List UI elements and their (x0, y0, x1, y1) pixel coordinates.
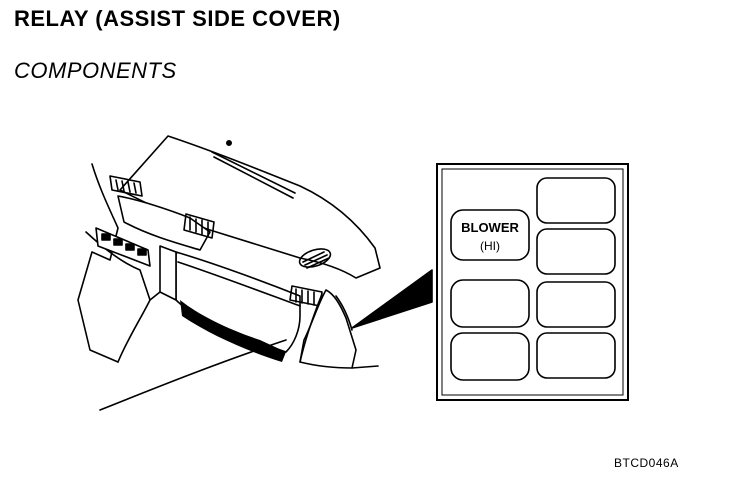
pointer-wedge (351, 269, 433, 329)
dashboard-illustration (77, 135, 433, 411)
relay-box-inner-frame (441, 168, 624, 396)
relay-slot-r3 (536, 281, 616, 328)
blower-relay-label: BLOWER (461, 220, 519, 235)
left-vent (109, 175, 143, 197)
page-title: RELAY (ASSIST SIDE COVER) (14, 6, 341, 31)
dash-left-contour (77, 163, 119, 363)
defroster-slot (211, 151, 296, 199)
console-post (159, 245, 177, 301)
switch-2 (113, 238, 123, 246)
switch-4 (137, 248, 147, 256)
relay-slot-l3 (450, 332, 530, 381)
section-subtitle: COMPONENTS (14, 58, 177, 83)
center-console (117, 195, 211, 251)
assist-side-cover-edge (299, 293, 323, 363)
relay-slot-l2 (450, 279, 530, 328)
speaker-grille (298, 248, 332, 268)
floor-line-right (351, 365, 379, 369)
relay-slot-r2 (536, 228, 616, 275)
glove-box-shadow (180, 300, 286, 362)
sensor-dot (226, 140, 233, 147)
blower-relay-sublabel: (HI) (480, 239, 500, 253)
relay-slot-r1 (536, 177, 616, 224)
relay-slot-blower-hi (450, 209, 530, 261)
relay-slot-r4 (536, 332, 616, 379)
switch-1 (101, 233, 111, 241)
glove-box-top-edge (177, 261, 301, 307)
relay-box: BLOWER (HI) (436, 163, 629, 401)
figure-code: BTCD046A (614, 456, 679, 470)
switch-3 (125, 243, 135, 251)
floor-line-left (99, 339, 287, 411)
center-vent (183, 213, 215, 239)
